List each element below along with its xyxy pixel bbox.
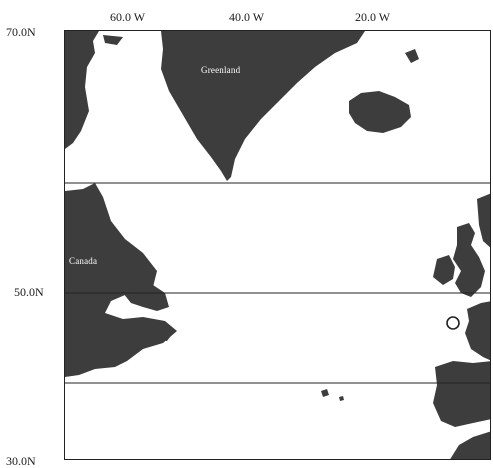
france-landmass xyxy=(465,301,490,361)
ireland-landmass xyxy=(433,255,455,285)
canada-label: Canada xyxy=(69,256,98,266)
newfoundland-landmass xyxy=(123,285,169,311)
arctic-island-2 xyxy=(405,49,419,63)
location-marker xyxy=(446,316,460,330)
canada-landmass xyxy=(65,183,177,377)
map-canvas xyxy=(65,31,490,459)
nova-scotia-landmass xyxy=(137,321,173,341)
lat-label-50n: 50.0N xyxy=(14,285,44,299)
lat-label-30n: 30.0N xyxy=(6,454,36,468)
lon-label-20w: 20.0 W xyxy=(355,10,391,24)
africa-landmass xyxy=(450,431,490,459)
atlantic-island-2 xyxy=(339,396,344,401)
greenland-landmass xyxy=(161,31,365,181)
iceland-landmass xyxy=(349,91,411,133)
arctic-island-1 xyxy=(103,35,123,45)
iberia-landmass xyxy=(433,361,490,427)
lon-label-40w: 40.0 W xyxy=(229,10,265,24)
map-frame: Greenland Canada xyxy=(64,30,491,460)
greenland-label: Greenland xyxy=(201,65,241,75)
atlantic-island-1 xyxy=(321,389,329,397)
lon-label-60w: 60.0 W xyxy=(110,10,146,24)
scandinavia-edge xyxy=(477,193,490,248)
great-britain-landmass xyxy=(453,223,485,297)
lat-label-70n: 70.0N xyxy=(6,25,36,39)
arctic-land-nw xyxy=(65,31,99,149)
